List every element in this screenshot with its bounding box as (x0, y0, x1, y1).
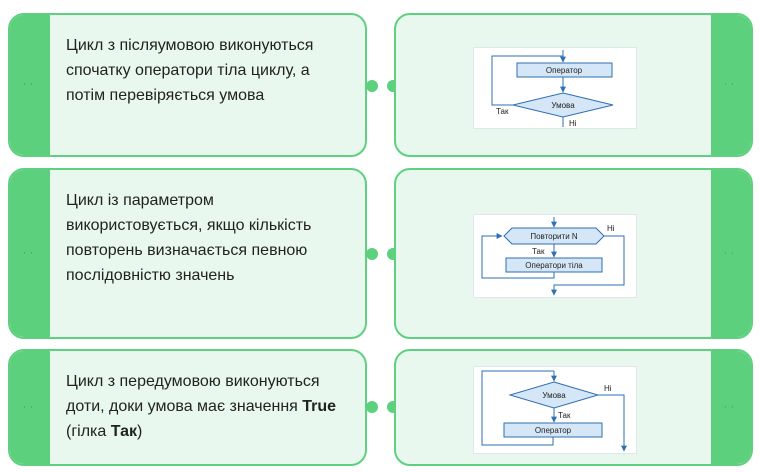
condition-label: Умова (542, 391, 566, 400)
description-text: Цикл з післяумовою виконуються спочатку … (66, 37, 314, 104)
flowchart-parameter: Повторити N Так Оператори тіла Ні (473, 214, 637, 298)
diagram-card-pre-condition: ·· Умова Так Оператор Ні (394, 349, 753, 466)
yes-label: Так (558, 411, 571, 420)
yes-label: Так (496, 107, 509, 116)
no-label: Ні (604, 384, 612, 393)
loop-block (503, 227, 605, 245)
card-accent-stripe: ·· (10, 170, 50, 337)
flowchart-post-condition: Оператор Умова Так Ні (473, 47, 637, 129)
card-accent-stripe: ·· (10, 351, 50, 464)
description-segment: ) (137, 423, 143, 440)
dots-icon: ·· (724, 248, 738, 259)
loop-label: Повторити N (530, 232, 578, 241)
no-label: Ні (569, 119, 577, 128)
true-value: True (302, 398, 337, 415)
connector-dot (366, 80, 378, 92)
diagram-card-parameter: ·· Повторити N Так Оператори тіла Ні (394, 168, 753, 339)
card-accent-stripe: ·· (711, 170, 751, 337)
flowchart-pre-condition: Умова Так Оператор Ні (473, 366, 637, 454)
dots-icon: ·· (724, 80, 738, 90)
description-segment: (гілка (66, 423, 111, 440)
description-card-post-condition: ·· Цикл з післяумовою виконуються спочат… (8, 13, 367, 157)
operator-label: Оператори тіла (525, 261, 583, 270)
operator-label: Оператор (535, 426, 572, 435)
no-label: Ні (607, 224, 615, 233)
description-card-pre-condition: ·· Цикл з передумовою виконуються доти, … (8, 349, 367, 466)
condition-label: Умова (551, 101, 575, 110)
card-accent-stripe: ·· (711, 15, 751, 155)
connector-dot (366, 401, 378, 413)
connector-dot (366, 248, 378, 260)
dots-icon: ·· (724, 402, 738, 413)
branch-name: Так (110, 423, 138, 440)
dots-icon: ·· (23, 402, 37, 413)
yes-label: Так (532, 247, 545, 256)
operator-label: Оператор (546, 66, 583, 75)
dots-icon: ·· (23, 80, 37, 90)
card-accent-stripe: ·· (711, 351, 751, 464)
description-text: Цикл із параметром використовується, якщ… (66, 192, 312, 284)
card-accent-stripe: ·· (10, 15, 50, 155)
diagram-card-post-condition: ·· Оператор Умова Так Ні (394, 13, 753, 157)
description-text: Цикл з передумовою виконуються доти, док… (66, 369, 351, 444)
description-card-parameter: ·· Цикл із параметром використовується, … (8, 168, 367, 339)
dots-icon: ·· (23, 248, 37, 259)
description-segment: Цикл з передумовою виконуються доти, док… (66, 373, 320, 415)
operator-block (516, 62, 613, 78)
